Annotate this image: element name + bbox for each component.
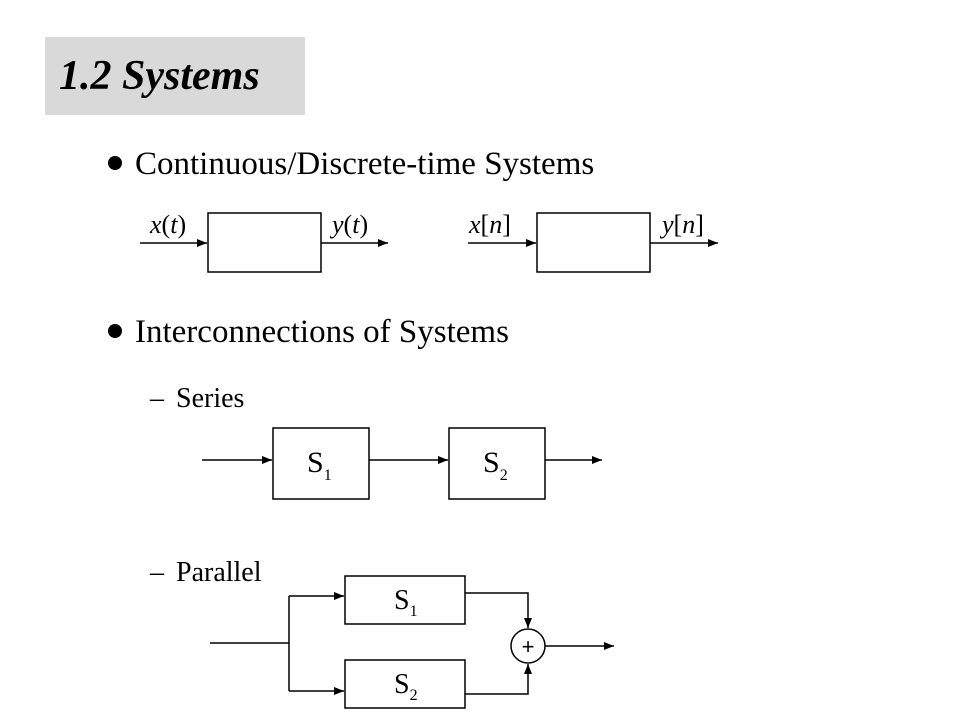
sub-item-label: Parallel — [176, 557, 262, 588]
sub-item-series: –Series — [150, 382, 244, 416]
discrete-system-diagram: x[n] y[n] — [468, 210, 718, 273]
continuous-system-diagram: x(t) y(t) — [140, 210, 388, 273]
bullet-text: Interconnections of Systems — [135, 314, 509, 350]
output-signal-label: y(t) — [329, 210, 368, 239]
block-s2-parallel — [344, 659, 466, 709]
sub-item-parallel: –Parallel — [150, 556, 262, 590]
bullet-icon — [108, 324, 122, 338]
block-s2-parallel-label: S2 — [394, 669, 418, 704]
top-to-adder-arrow — [465, 592, 532, 628]
output-signal-label: y[n] — [659, 210, 704, 239]
bullet-continuous-discrete: Continuous/Discrete-time Systems — [108, 144, 594, 184]
series-diagram: S1 S2 — [202, 427, 602, 500]
block-s2-label: S2 — [483, 446, 508, 484]
block-s1-parallel — [344, 575, 466, 625]
parallel-diagram: S1 S2 + — [210, 575, 614, 709]
page-title: 1.2 Systems — [59, 53, 260, 99]
input-signal-label: x[n] — [468, 210, 511, 239]
input-signal-label: x(t) — [149, 210, 186, 239]
bullet-text: Continuous/Discrete-time Systems — [135, 146, 595, 182]
bullet-interconnections: Interconnections of Systems — [108, 312, 509, 352]
block-s1-label: S1 — [307, 446, 332, 484]
dash-marker: – — [150, 383, 164, 414]
bottom-to-adder-arrow — [465, 664, 532, 695]
block-s1 — [272, 427, 370, 500]
sub-item-label: Series — [176, 383, 245, 414]
system-block — [207, 212, 322, 273]
dash-marker: – — [150, 557, 164, 588]
title-background — [45, 37, 305, 115]
bullet-icon — [108, 156, 122, 170]
system-block — [536, 212, 651, 273]
block-s2 — [448, 427, 546, 500]
adder-symbol: + — [522, 634, 535, 659]
block-s1-parallel-label: S1 — [394, 585, 418, 620]
